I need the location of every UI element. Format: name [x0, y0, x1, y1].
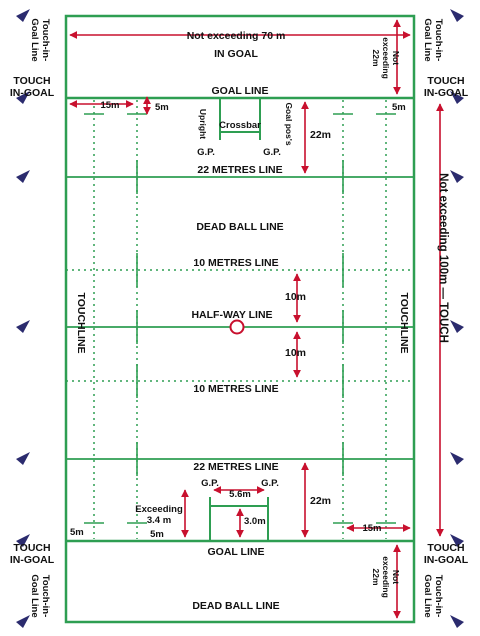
field-boundary	[64, 14, 416, 624]
svg-text:Touch-in-: Touch-in-	[433, 19, 444, 62]
in-goal-depth-top: Not exceeding 22m	[371, 37, 401, 79]
length-note: Not exceeding 100m — TOUCH	[437, 173, 449, 343]
twenty-two-label-bottom: 22m	[310, 495, 331, 507]
dead-ball-line-label-mid: DEAD BALL LINE	[196, 221, 283, 233]
touch-in-goal-left-bottom-1: TOUCH	[13, 542, 50, 554]
ten-metre-line-label-bottom: 10 METRES LINE	[193, 383, 278, 395]
touch-in-goal-line-left-bottom: Touch-in- Goal Line	[29, 574, 51, 617]
svg-text:Not: Not	[391, 51, 401, 65]
half-way-line-label: HALF-WAY LINE	[191, 309, 272, 321]
touch-in-goal-right-top-2: IN-GOAL	[424, 87, 469, 99]
ten-metre-line-label-top: 10 METRES LINE	[193, 257, 278, 269]
flag-icon	[16, 91, 30, 104]
gp-left-top: G.P.	[197, 147, 215, 158]
svg-text:Touch-in-: Touch-in-	[40, 575, 51, 618]
svg-text:22m: 22m	[371, 568, 381, 585]
ten-metre-label-top: 10m	[285, 291, 306, 303]
flag-icon	[16, 615, 30, 628]
touch-in-goal-line-right-top: Touch-in- Goal Line	[422, 18, 444, 61]
flag-icon	[16, 534, 30, 547]
twenty-two-line-label-top: 22 METRES LINE	[197, 164, 282, 176]
touchline-right: TOUCHLINE	[398, 292, 410, 353]
touch-in-goal-right-bottom-2: IN-GOAL	[424, 554, 469, 566]
flag-icon	[450, 9, 464, 22]
crossbar-height-label: 3.0m	[244, 516, 266, 527]
touch-in-goal-line-right-bottom: Touch-in- Goal Line	[422, 574, 444, 617]
hash-marks	[84, 113, 396, 524]
svg-text:Not: Not	[391, 570, 401, 584]
centre-spot	[229, 319, 245, 335]
flag-icon	[450, 170, 464, 183]
twenty-two-line-label-bottom: 22 METRES LINE	[193, 461, 278, 473]
five-metre-label-top-right: 5m	[392, 102, 406, 113]
svg-text:Touch-in-: Touch-in-	[433, 575, 444, 618]
touch-in-goal-left-top-2: IN-GOAL	[10, 87, 55, 99]
flag-icon	[450, 452, 464, 465]
touchline-left: TOUCHLINE	[75, 292, 87, 353]
corner-flags	[16, 9, 464, 628]
crossbar-width-label: 5.6m	[229, 489, 251, 500]
svg-text:exceeding: exceeding	[381, 556, 391, 598]
five-metre-label-top-left: 5m	[155, 102, 169, 113]
fifteen-metre-label-bottom: 15m	[362, 523, 381, 534]
in-goal-depth-bottom: Not exceeding 22m	[371, 556, 401, 598]
flag-icon	[16, 320, 30, 333]
width-note: Not exceeding 70 m	[187, 30, 286, 42]
gp-left-bottom: G.P.	[201, 478, 219, 489]
goal-posts-bottom	[209, 497, 269, 541]
flag-icon	[450, 91, 464, 104]
svg-text:Goal Line: Goal Line	[422, 574, 433, 617]
svg-text:Goal Line: Goal Line	[29, 574, 40, 617]
fifteen-metre-label-top: 15m	[100, 100, 119, 111]
dead-ball-line-label-bottom: DEAD BALL LINE	[192, 600, 279, 612]
exceeding-label: Exceeding	[135, 504, 183, 515]
svg-text:exceeding: exceeding	[381, 37, 391, 79]
flag-icon	[16, 452, 30, 465]
flag-icon	[16, 9, 30, 22]
touch-in-goal-line-left-top: Touch-in- Goal Line	[29, 18, 51, 61]
flag-icon	[450, 534, 464, 547]
touch-in-goal-left-bottom-2: IN-GOAL	[10, 554, 55, 566]
post-height-label: 3.4 m	[147, 515, 171, 526]
goal-posts-label: Goal pos's	[284, 102, 294, 145]
upright-label: Upright	[198, 109, 208, 139]
svg-text:Touch-in-: Touch-in-	[40, 19, 51, 62]
svg-text:Goal Line: Goal Line	[29, 18, 40, 61]
svg-text:Goal Line: Goal Line	[422, 18, 433, 61]
goal-line-label-top: GOAL LINE	[212, 85, 269, 97]
flag-icon	[450, 320, 464, 333]
gp-right-top: G.P.	[263, 147, 281, 158]
goal-posts-top	[219, 98, 261, 140]
svg-text:22m: 22m	[371, 49, 381, 66]
goal-line-label-bottom: GOAL LINE	[208, 546, 265, 558]
crossbar-label: Crossbar	[219, 120, 261, 131]
five-metre-label-bottom-left: 5m	[70, 527, 84, 538]
ten-metre-label-bottom: 10m	[285, 347, 306, 359]
flag-icon	[450, 615, 464, 628]
touch-in-goal-right-top-1: TOUCH	[427, 75, 464, 87]
flag-icon	[16, 170, 30, 183]
in-goal-label: IN GOAL	[214, 48, 258, 60]
touch-in-goal-left-top-1: TOUCH	[13, 75, 50, 87]
twenty-two-label-top: 22m	[310, 129, 331, 141]
touch-in-goal-right-bottom-1: TOUCH	[427, 542, 464, 554]
gp-right-bottom: G.P.	[261, 478, 279, 489]
five-metre-label-mid-bottom: 5m	[150, 529, 164, 540]
